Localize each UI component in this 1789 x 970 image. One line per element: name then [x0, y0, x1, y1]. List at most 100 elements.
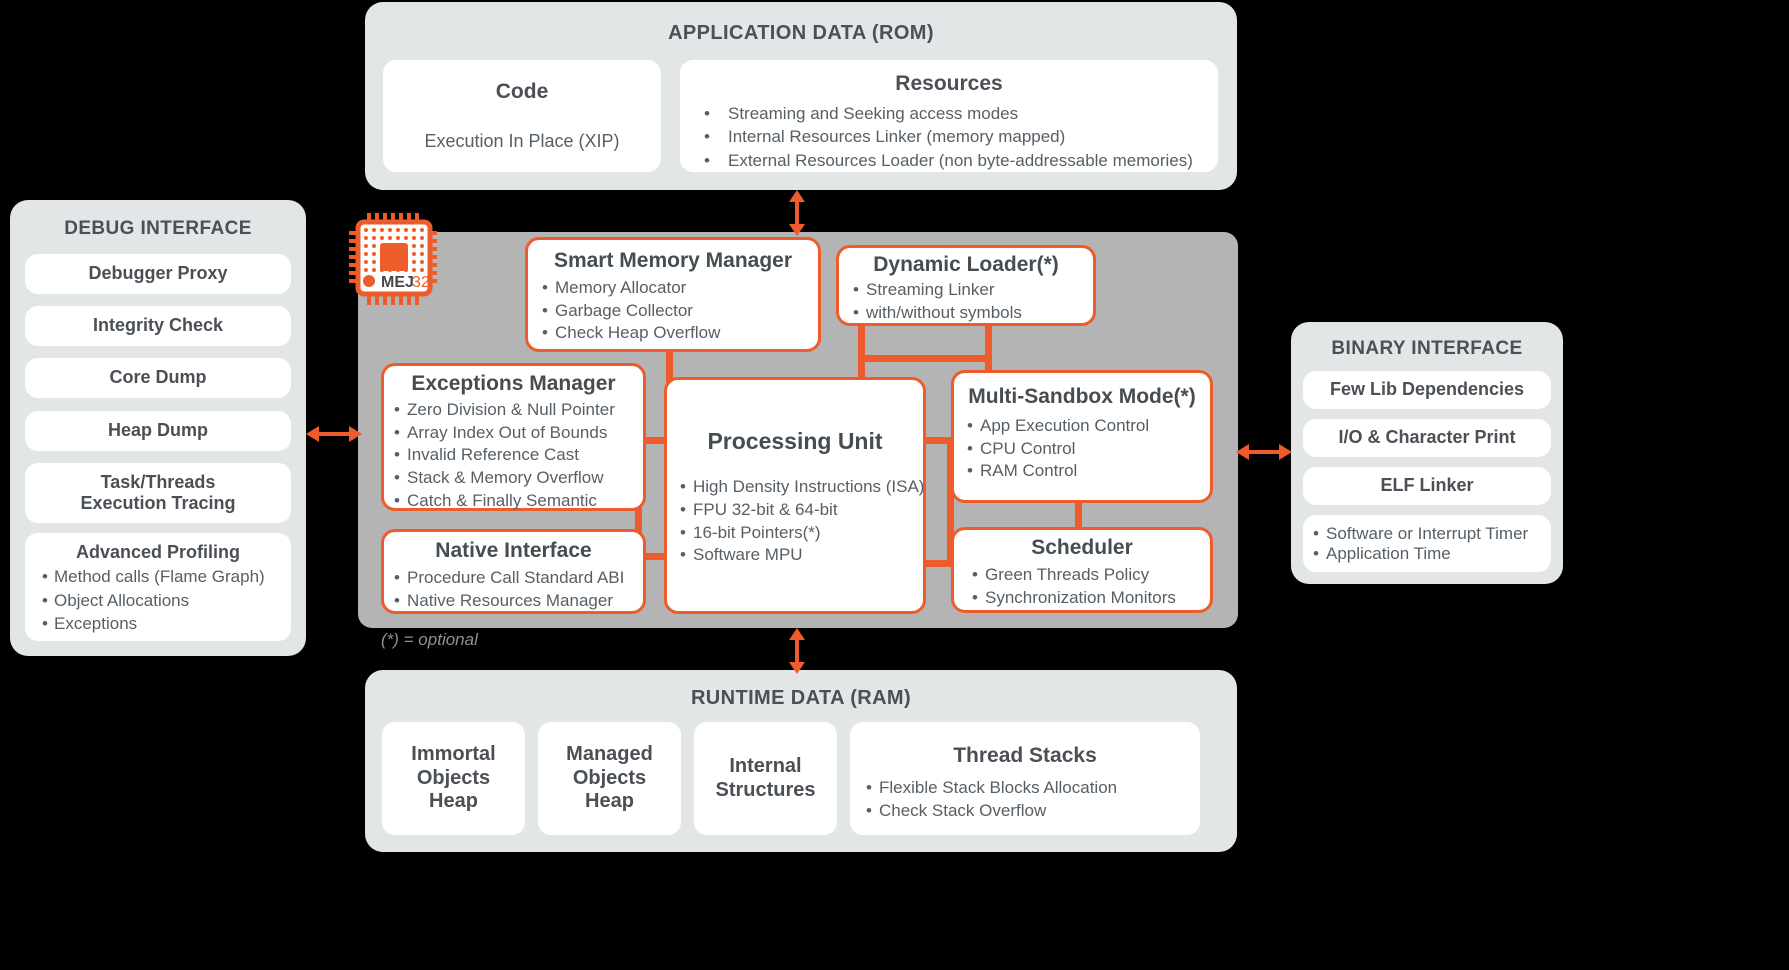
chip-label-bold: MEJ [381, 274, 414, 291]
list-item: •Memory Allocator [542, 278, 687, 298]
ram-box-title: Immortal Objects Heap [411, 743, 496, 813]
binary-extras-card: •Software or Interrupt Timer •Applicatio… [1303, 515, 1551, 572]
list-item: •High Density Instructions (ISA) [680, 477, 925, 497]
card-processing-unit: Processing Unit •High Density Instructio… [664, 377, 926, 614]
card-list: •High Density Instructions (ISA) •FPU 32… [667, 476, 925, 566]
sidebar-item-debugger-proxy[interactable]: Debugger Proxy [25, 254, 291, 294]
debug-panel: DEBUG INTERFACE Debugger Proxy Integrity… [10, 200, 306, 656]
sidebar-item-core-dump[interactable]: Core Dump [25, 358, 291, 398]
ram-box-managed-objects-heap: Managed Objects Heap [538, 722, 681, 835]
binary-item-io-character-print[interactable]: I/O & Character Print [1303, 419, 1551, 457]
ram-box-title: Internal Structures [715, 754, 816, 801]
list-item: •Flexible Stack Blocks Allocation [866, 777, 1118, 797]
ram-box-internal-structures: Internal Structures [694, 722, 837, 835]
ram-thread-stacks-list: •Flexible Stack Blocks Allocation •Check… [850, 776, 1200, 823]
rom-panel: APPLICATION DATA (ROM) Code Execution In… [365, 2, 1237, 190]
advanced-profiling-card: Advanced Profiling •Method calls (Flame … [25, 533, 291, 641]
card-list: •Streaming Linker •with/without symbols [839, 279, 1093, 324]
list-item: •RAM Control [967, 461, 1078, 481]
card-smart-memory-manager: Smart Memory Manager •Memory Allocator •… [525, 237, 821, 352]
rom-code-title: Code [495, 80, 549, 104]
list-item: •External Resources Loader (non byte-add… [704, 150, 1193, 170]
card-scheduler: Scheduler •Green Threads Policy •Synchro… [951, 527, 1213, 613]
sidebar-item-task-threads-tracing[interactable]: Task/Threads Execution Tracing [25, 463, 291, 523]
binary-panel: BINARY INTERFACE Few Lib Dependencies I/… [1291, 322, 1563, 584]
list-item: •Object Allocations [42, 590, 190, 610]
rom-resources-card: Resources •Streaming and Seeking access … [680, 60, 1218, 172]
list-item: •Check Stack Overflow [866, 801, 1047, 821]
list-item: •FPU 32-bit & 64-bit [680, 500, 838, 520]
list-item: •with/without symbols [853, 302, 1022, 322]
list-item: •App Execution Control [967, 416, 1150, 436]
ram-box-title: Managed Objects Heap [566, 743, 653, 813]
optional-note: (*) = optional [381, 630, 478, 649]
advanced-profiling-title: Advanced Profiling [75, 542, 241, 562]
debug-item-label: Heap Dump [107, 420, 208, 441]
card-title: Processing Unit [707, 428, 883, 454]
binary-item-elf-linker[interactable]: ELF Linker [1303, 467, 1551, 505]
debug-item-label: Core Dump [109, 367, 207, 388]
connector-smm-pu [666, 340, 673, 390]
binary-extras-list: •Software or Interrupt Timer •Applicatio… [1303, 524, 1528, 564]
card-list: •Memory Allocator •Garbage Collector •Ch… [528, 277, 818, 345]
debug-panel-title: DEBUG INTERFACE [64, 218, 252, 239]
card-dynamic-loader: Dynamic Loader(*) •Streaming Linker •wit… [836, 245, 1096, 326]
list-item: •Green Threads Policy [972, 565, 1150, 585]
binary-item-label: I/O & Character Print [1338, 427, 1516, 448]
card-list: •Procedure Call Standard ABI •Native Res… [384, 567, 643, 612]
debug-item-label: Integrity Check [92, 315, 224, 336]
list-item: •Method calls (Flame Graph) [42, 567, 265, 587]
card-title: Native Interface [435, 539, 592, 562]
list-item: •Stack & Memory Overflow [394, 467, 604, 487]
list-item: •Invalid Reference Cast [394, 445, 579, 465]
binary-item-label: Few Lib Dependencies [1329, 379, 1525, 400]
ram-box-title: Thread Stacks [953, 744, 1097, 767]
ram-panel-title: RUNTIME DATA (RAM) [690, 687, 912, 709]
list-item: •Software MPU [680, 545, 803, 565]
list-item: •Synchronization Monitors [972, 587, 1176, 607]
list-item: •Internal Resources Linker (memory mappe… [704, 127, 1066, 147]
card-native-interface: Native Interface •Procedure Call Standar… [381, 529, 646, 614]
binary-item-label: ELF Linker [1380, 475, 1474, 496]
arrow-rom-core [789, 190, 805, 236]
list-item: •16-bit Pointers(*) [680, 522, 821, 542]
ram-box-thread-stacks: Thread Stacks •Flexible Stack Blocks All… [850, 722, 1200, 835]
connector-msb-sched-vert [947, 437, 954, 567]
card-list: •Green Threads Policy •Synchronization M… [954, 564, 1210, 609]
card-title: Exceptions Manager [411, 372, 616, 395]
sidebar-item-integrity-check[interactable]: Integrity Check [25, 306, 291, 346]
card-multi-sandbox-mode: Multi-Sandbox Mode(*) •App Execution Con… [951, 370, 1213, 503]
list-item: •Check Heap Overflow [542, 323, 721, 343]
connector-msb-vert [985, 325, 992, 370]
list-item: •Streaming and Seeking access modes [704, 103, 1019, 123]
arrow-debug-core [306, 426, 362, 442]
debug-item-label: Debugger Proxy [88, 263, 228, 284]
list-item: •Native Resources Manager [394, 590, 613, 610]
list-item: •CPU Control [967, 438, 1076, 458]
card-list: •App Execution Control •CPU Control •RAM… [954, 415, 1210, 483]
debug-item-label: Task/Threads Execution Tracing [80, 471, 236, 513]
connector-ni-pu [635, 553, 667, 560]
binary-item-few-lib-dependencies[interactable]: Few Lib Dependencies [1303, 371, 1551, 409]
arrow-core-ram [789, 628, 805, 674]
card-exceptions-manager: Exceptions Manager •Zero Division & Null… [381, 363, 646, 511]
card-title: Smart Memory Manager [553, 249, 793, 272]
list-item: •Procedure Call Standard ABI [394, 568, 625, 588]
card-title: Multi-Sandbox Mode(*) [968, 385, 1196, 408]
connector-em-pu [635, 437, 667, 444]
list-item: •Exceptions [42, 614, 138, 634]
sidebar-item-heap-dump[interactable]: Heap Dump [25, 411, 291, 451]
list-item: •Garbage Collector [542, 300, 693, 320]
mej32-chip-icon: MEJ 32 [349, 213, 437, 305]
list-item: •Streaming Linker [853, 280, 995, 300]
rom-resources-title: Resources [895, 72, 1003, 95]
binary-panel-title: BINARY INTERFACE [1331, 338, 1523, 359]
list-item: •Application Time [1313, 543, 1451, 563]
connector-dl-top-rail [858, 355, 988, 362]
connector-pu-msb [922, 437, 954, 444]
rom-panel-title: APPLICATION DATA (ROM) [668, 22, 934, 44]
chip-label-light: 32 [412, 274, 430, 291]
card-title: Scheduler [1031, 536, 1133, 559]
card-title: Dynamic Loader(*) [873, 253, 1059, 276]
